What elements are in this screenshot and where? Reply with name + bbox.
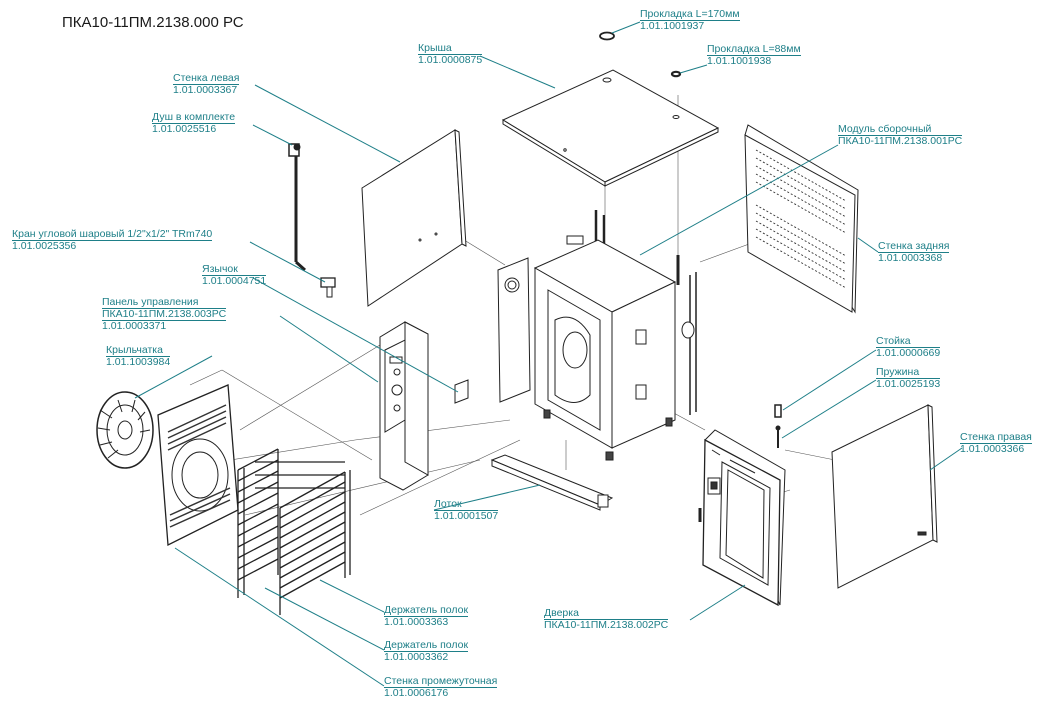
callout-gasket-170: Прокладка L=170мм 1.01.1001937	[640, 9, 740, 32]
callout-code: ПКА10-11ПМ.2138.002РС	[544, 619, 669, 631]
callout-name: Лоток	[434, 499, 499, 511]
callout-code: 1.01.0004751	[202, 275, 267, 287]
callout-code: 1.01.0003362	[384, 651, 449, 663]
gasket-large-ring	[599, 31, 615, 41]
callout-code: ПКА10-11ПМ.2138.003РС	[102, 308, 227, 321]
callout-spring: Пружина 1.01.0025193	[876, 367, 941, 390]
callout-name: Душ в комплекте	[152, 111, 236, 124]
oven-door	[698, 429, 786, 607]
callout-code: 1.01.1003984	[106, 356, 171, 368]
callout-shower: Душ в комплекте 1.01.0025516	[152, 111, 236, 135]
callout-leaders	[134, 21, 963, 687]
callout-code: 1.01.0006176	[384, 687, 449, 699]
callout-name: Стенка промежуточная	[384, 675, 498, 688]
callout-code: 1.01.1001937	[640, 20, 705, 32]
shelf-holder-rack-left	[237, 448, 345, 598]
drip-tray	[490, 454, 614, 511]
callout-shelf-holder-1: Держатель полок 1.01.0003363	[384, 604, 469, 628]
shower-hose	[288, 143, 306, 272]
callout-assembly-module: Модуль сборочный ПКА10-11ПМ.2138.001РС	[838, 124, 963, 147]
callout-name: Стенка задняя	[878, 240, 950, 253]
callout-code: 1.01.0003367	[173, 84, 238, 96]
angle-valve	[320, 277, 336, 298]
callout-name: Дверка	[544, 608, 669, 620]
callout-name: Пружина	[876, 367, 941, 379]
callout-code: 1.01.0003366	[960, 443, 1025, 455]
callout-name: Стенка левая	[173, 72, 240, 85]
callout-valve: Кран угловой шаровый 1/2"x1/2" TRm740 1.…	[12, 228, 213, 252]
intermediate-baffle-wall	[157, 384, 239, 547]
spring-pin	[775, 425, 781, 448]
callout-name: Держатель полок	[384, 639, 469, 652]
callout-name: Прокладка L=170мм	[640, 8, 740, 21]
callout-left-wall: Стенка левая 1.01.0003367	[173, 72, 240, 96]
gasket-small-ring	[670, 70, 682, 78]
callout-name: Язычок	[202, 264, 267, 276]
callout-control-panel: Панель управления ПКА10-11ПМ.2138.003РС …	[102, 297, 227, 332]
callout-name: Панель управления	[102, 297, 227, 309]
callout-name: Крыльчатка	[106, 345, 171, 357]
callout-right-wall: Стенка правая 1.01.0003366	[960, 432, 1032, 455]
callout-latch: Язычок 1.01.0004751	[202, 264, 267, 287]
roof-panel	[501, 69, 720, 187]
fan-impeller	[96, 391, 154, 469]
left-wall-panel	[361, 129, 467, 307]
callout-code: 1.01.1001938	[707, 55, 772, 67]
callout-drip-tray: Лоток 1.01.0001507	[434, 499, 499, 522]
callout-post: Стойка 1.01.0000669	[876, 336, 941, 359]
callout-code: 1.01.0000875	[418, 54, 483, 66]
callout-code: 1.01.0025356	[12, 240, 77, 252]
callout-gasket-88: Прокладка L=88мм 1.01.1001938	[707, 44, 801, 67]
shelf-holder-rack-right	[279, 470, 351, 615]
callout-name: Стойка	[876, 336, 941, 348]
callout-name: Кран угловой шаровый 1/2"x1/2" TRm740	[12, 228, 213, 241]
right-wall-panel	[831, 404, 938, 589]
control-panel	[379, 321, 429, 491]
callout-code: ПКА10-11ПМ.2138.001РС	[838, 135, 963, 147]
assembly-module	[497, 210, 697, 461]
document-title: ПКА10-11ПМ.2138.000 РС	[62, 14, 244, 31]
callout-impeller: Крыльчатка 1.01.1003984	[106, 345, 171, 368]
callout-rear-wall: Стенка задняя 1.01.0003368	[878, 240, 950, 264]
callout-name: Стенка правая	[960, 431, 1032, 444]
post-bracket	[774, 404, 782, 418]
callout-intermediate-wall: Стенка промежуточная 1.01.0006176	[384, 675, 498, 699]
callout-code: 1.01.0003368	[878, 252, 943, 264]
callout-code: 1.01.0003363	[384, 616, 449, 628]
callout-name: Крыша	[418, 43, 483, 55]
callout-code: 1.01.0000669	[876, 347, 941, 359]
latch-tongue	[454, 379, 469, 404]
callout-code: 1.01.0025516	[152, 123, 217, 135]
callout-name: Прокладка L=88мм	[707, 43, 801, 56]
callout-door: Дверка ПКА10-11ПМ.2138.002РС	[544, 608, 669, 631]
callout-name: Держатель полок	[384, 604, 469, 617]
callout-roof: Крыша 1.01.0000875	[418, 43, 483, 66]
callout-code: 1.01.0025193	[876, 378, 941, 390]
callout-name: Модуль сборочный	[838, 124, 963, 136]
callout-code: 1.01.0001507	[434, 510, 499, 522]
callout-shelf-holder-2: Держатель полок 1.01.0003362	[384, 639, 469, 663]
callout-code-2: 1.01.0003371	[102, 320, 167, 332]
rear-wall-panel	[744, 124, 859, 314]
